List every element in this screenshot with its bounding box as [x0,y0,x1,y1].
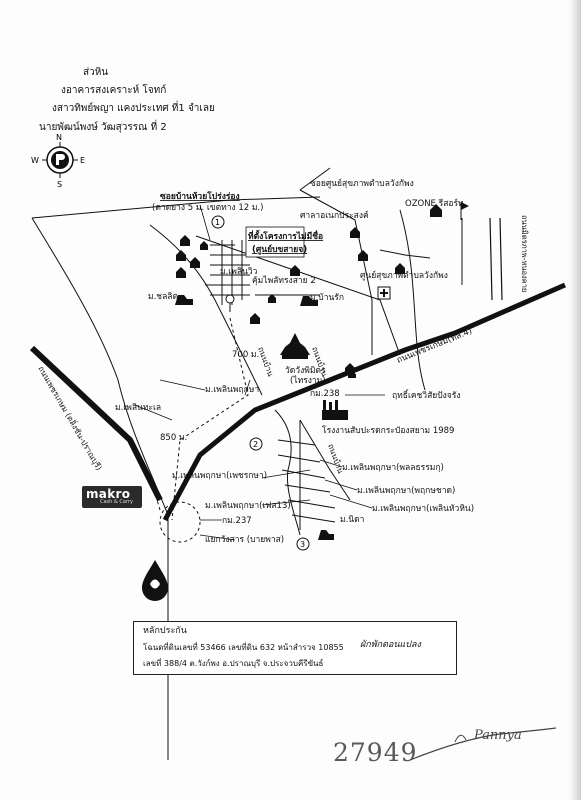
label-road-right: ถนนมิตรภาพ-หนองคาย [520,215,529,292]
label-m-plern-chalaem: ม.เพลินพฤกษา(เพชรกษา) [172,471,267,481]
header-line-4: นายพัฒน์พงษ์ วัฒสุวรรณ ที่ 2 [39,122,167,133]
compass-north: N [56,133,62,142]
fuel-station-icon [142,560,168,601]
label-m-chalit: ม.ชลลิต [148,292,178,302]
health-soi-pointer [299,167,331,191]
compass-icon: N S E W [31,133,85,189]
label-soi-health: ซอยศูนย์สุขภาพตำบลวังกัพง [310,178,414,189]
label-dist-850: 850 ม. [160,433,187,443]
compass-south: S [57,180,62,189]
label-site: ที่ตั้งโครงการไม่มีชื่อ [248,229,323,242]
legend-line-2: เลขที่ 388/4 ต.วังก์พง อ.ปราณบุรี จ.ประจ… [143,659,324,668]
compass-west: W [31,156,39,165]
label-m-chon: ม.เพลินวิว [220,267,258,277]
scan-shadow [569,0,581,800]
label-factory-owner: ฤทธิ์เคชวิสัยปังจรัง [392,389,460,401]
pointer-lines [134,204,385,541]
branch-road-line [379,249,431,259]
flag-icon [460,202,469,220]
marker-2: 2 [249,437,263,451]
makro-dashed [147,469,161,511]
village-road-line [149,224,263,396]
legend-title: หลักประกัน [143,626,187,636]
label-m-plern-pol: ม.เพลินพฤกษา(พลลธรรมกุ) [342,463,444,473]
header-line-1: ส่วหิน [83,67,109,78]
label-km238: กม.238 [310,389,340,399]
label-m-plern-chad: ม.เพลินพฤกษา(พฤกษชาด) [357,486,455,496]
east-road-line [399,209,426,391]
label-m-plern-13: ม.เพลินพฤกษา(เฟส13) [205,501,291,511]
label-khum: คุ้มไพลัทรงสาย 2 [252,275,316,286]
subdivision-outline [274,409,301,536]
label-ozone: OZONE รีสอร์ท [405,198,464,209]
legend-handwritten: ผักพักตอนแปลง [360,640,421,650]
right-road-line-b [499,217,503,301]
handwritten-number: 27949 [333,738,418,767]
marker-3: 3 [296,537,310,551]
label-km237: กม.237 [222,516,252,526]
temple-icon [280,333,310,359]
location-pin-icon [225,294,235,312]
factory-icon [322,400,348,420]
label-soi-school: ซอยบ้านห้วยโปร่งร่อง [160,191,240,202]
label-dist-700: 700 ม. [232,350,259,360]
house-icons [176,204,442,374]
legend-line-1: โฉนดที่ดินเลขที่ 53466 เลขที่ดิน 632 หน้… [143,643,344,652]
label-m-plern-1: ม.เพลินพฤกษา [205,385,259,395]
label-wat-sub: (ไทรงาม) [290,375,326,386]
header-line-3: งสาวทิพย์พญา แคงประเทศ ที่1 จำเลย [52,103,215,114]
svg-text:2: 2 [253,440,258,449]
phetkasem-road [29,345,163,502]
label-wat: วัดวังพิมิตร [285,366,326,376]
label-sala: ศาลาอเนกประสงค์ [300,210,369,221]
label-factory: โรงงานสับปะรดกระป๋องสยาม 1989 [322,425,454,436]
makro-logo: makro Cash & Carry [82,486,142,508]
west-boundary-line [31,217,169,516]
marker-1: 1 [211,215,225,229]
label-junction: แยกวังสาร (บายพาส) [205,535,284,545]
label-m-plern-hua: ม.เพลินพฤกษา(เพลินหัวหิน) [372,504,474,514]
label-health-center: ศูนย์สุขภาพตำบลวังกัพง [360,270,448,281]
svg-text:1: 1 [215,218,220,227]
junction-circle [159,501,201,543]
north-boundary-line [31,196,321,219]
collateral-legend: หลักประกัน โฉนดที่ดินเลขที่ 53466 เลขที่… [133,621,457,675]
label-m-nida: ม.นิดา [340,515,364,525]
header-line-2: งอาคารสงเคราะห์ โจทก์ [61,85,167,96]
label-m-baan: ม.บ้านรัก [310,292,344,303]
compass-east: E [80,156,85,165]
label-m-plern-talay: ม.เพลินทะเล [115,403,161,413]
label-soi-school-sub: (ตาดยาง 5 ม. เขตทาง 12 ม.) [152,203,263,213]
health-cross-icon [377,286,391,300]
subdivision-road-1 [299,419,351,501]
makro-logo-sub: Cash & Carry [100,499,133,505]
development-icons [175,295,356,540]
route-dashed [171,317,249,521]
label-site-sub: (ศูนย์บขสายจ) [252,244,307,255]
handwritten-signature: Pannya [474,728,522,743]
makro-logo-main: makro [86,487,131,501]
highway-4 [162,282,566,522]
site-box [245,226,305,258]
svg-text:3: 3 [300,540,305,549]
right-road-line-a [489,217,493,301]
